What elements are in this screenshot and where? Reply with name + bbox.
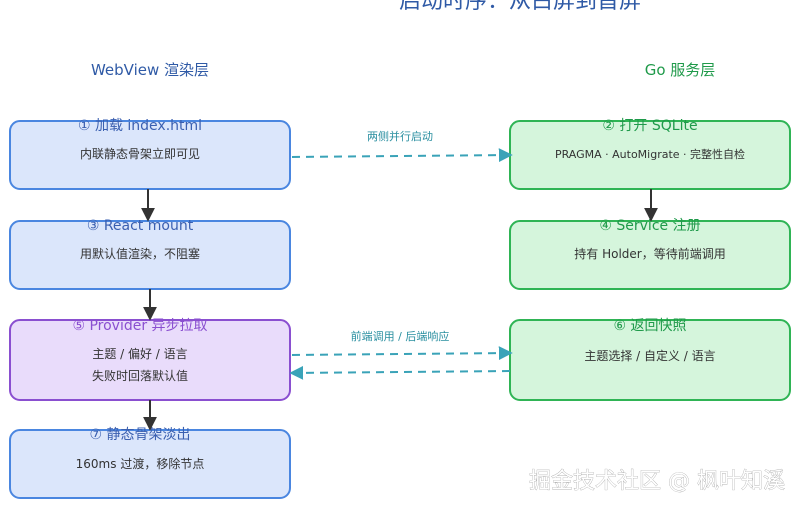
- node-provider-fetch-title: ⑤ Provider 异步拉取: [72, 318, 207, 334]
- node-service-register-title: ④ Service 注册: [599, 218, 700, 234]
- arrow-parallel-start: [291, 148, 513, 163]
- node-react-mount-title: ③ React mount: [87, 218, 194, 234]
- node-return-snapshot-title: ⑥ 返回快照: [613, 318, 686, 334]
- node-react-mount: ③ React mount 用默认值渲染，不阻塞: [9, 218, 291, 290]
- node-open-sqlite-line-1: PRAGMA · AutoMigrate · 完整性自检: [555, 147, 745, 161]
- edge-label-parallel: 两侧并行启动: [367, 129, 433, 143]
- edge-label-call-response: 前端调用 / 后端响应: [351, 329, 450, 343]
- node-skeleton-fade: ⑦ 静态骨架淡出 160ms 过渡，移除节点: [9, 427, 291, 499]
- node-skeleton-fade-title: ⑦ 静态骨架淡出: [89, 427, 190, 443]
- diagram-title: 启动时序：从白屏到首屏: [399, 0, 641, 14]
- node-load-index-title: ① 加载 index.html: [78, 118, 202, 134]
- column-header-go: Go 服务层: [645, 61, 716, 79]
- node-return-snapshot-line-1: 主题选择 / 自定义 / 语言: [584, 348, 715, 363]
- node-skeleton-fade-line-1: 160ms 过渡，移除节点: [76, 456, 205, 471]
- node-provider-fetch-line-2: 失败时回落默认值: [92, 368, 188, 383]
- node-load-index-line-1: 内联静态骨架立即可见: [80, 146, 200, 161]
- node-react-mount-line-1: 用默认值渲染，不阻塞: [80, 246, 200, 261]
- node-open-sqlite-title: ② 打开 SQLite: [602, 117, 697, 134]
- node-open-sqlite: ② 打开 SQLite PRAGMA · AutoMigrate · 完整性自检: [509, 117, 791, 190]
- arrow-backend-response: [289, 365, 511, 380]
- node-load-index: ① 加载 index.html 内联静态骨架立即可见: [9, 118, 291, 190]
- node-service-register-line-1: 持有 Holder，等待前端调用: [574, 246, 725, 261]
- node-service-register: ④ Service 注册 持有 Holder，等待前端调用: [509, 218, 791, 290]
- node-return-snapshot: ⑥ 返回快照 主题选择 / 自定义 / 语言: [509, 318, 791, 401]
- watermark: 掘金技术社区 @ 枫叶知溪: [529, 469, 785, 494]
- arrow-frontend-call: [291, 346, 513, 361]
- column-header-webview: WebView 渲染层: [91, 61, 209, 79]
- node-load-index-box: [9, 120, 291, 190]
- node-provider-fetch-line-1: 主题 / 偏好 / 语言: [92, 346, 187, 361]
- node-provider-fetch: ⑤ Provider 异步拉取 主题 / 偏好 / 语言 失败时回落默认值: [9, 318, 291, 401]
